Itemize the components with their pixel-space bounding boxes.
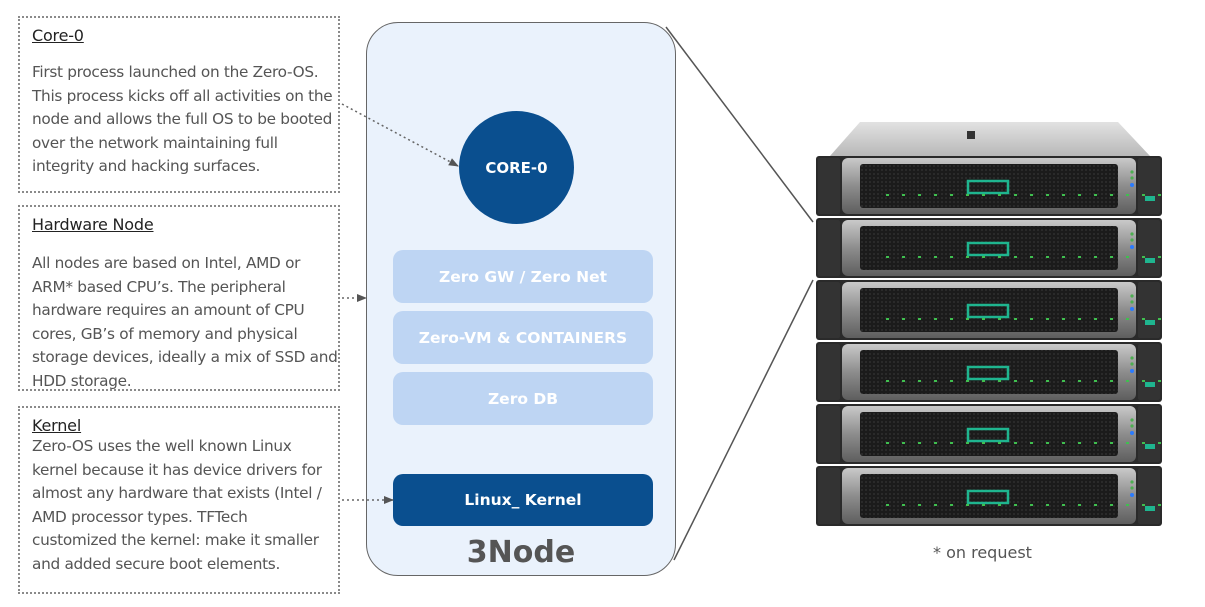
- layer-zero-vm-containers: Zero-VM & CONTAINERS: [393, 311, 653, 364]
- server-top-cover: [830, 122, 1150, 156]
- layer-label: Zero GW / Zero Net: [438, 267, 608, 286]
- zoom-line-bottom: [673, 279, 814, 561]
- layer-linux-kernel: Linux_ Kernel: [393, 474, 653, 526]
- zoom-line-top: [665, 26, 814, 223]
- hardware-node-description-text: All nodes are based on Intel, AMD or ARM…: [32, 254, 338, 390]
- footnote: * on request: [933, 543, 1032, 562]
- server-unit: [816, 156, 1162, 216]
- kernel-description-box: Kernel Zero-OS uses the well known Linux…: [18, 406, 340, 594]
- core0-heading: Core-0: [32, 26, 84, 45]
- server-unit: [816, 280, 1162, 340]
- hardware-node-description-box: Hardware Node All nodes are based on Int…: [18, 205, 340, 391]
- server-unit: [816, 218, 1162, 278]
- kernel-description-text: Zero-OS uses the well known Linux kernel…: [32, 437, 322, 573]
- core0-description-box: Core-0 First process launched on the Zer…: [18, 16, 340, 193]
- 3node-title: 3Node: [466, 535, 576, 570]
- layer-zero-gw-net: Zero GW / Zero Net: [393, 250, 653, 303]
- layer-zero-db: Zero DB: [393, 372, 653, 425]
- arrow-core0: [341, 103, 459, 167]
- server-stack-image: [816, 122, 1162, 526]
- kernel-heading: Kernel: [32, 416, 82, 435]
- core0-description-text: First process launched on the Zero-OS. T…: [32, 63, 333, 176]
- layer-label: Linux_ Kernel: [464, 491, 582, 509]
- layer-label: Zero-VM & CONTAINERS: [418, 328, 628, 347]
- server-unit: [816, 342, 1162, 402]
- layer-label: Zero DB: [487, 389, 559, 408]
- core0-circle: CORE-0: [459, 111, 574, 224]
- hardware-node-heading: Hardware Node: [32, 215, 154, 234]
- server-unit: [816, 404, 1162, 464]
- server-unit: [816, 466, 1162, 526]
- core0-label: CORE-0: [485, 158, 548, 177]
